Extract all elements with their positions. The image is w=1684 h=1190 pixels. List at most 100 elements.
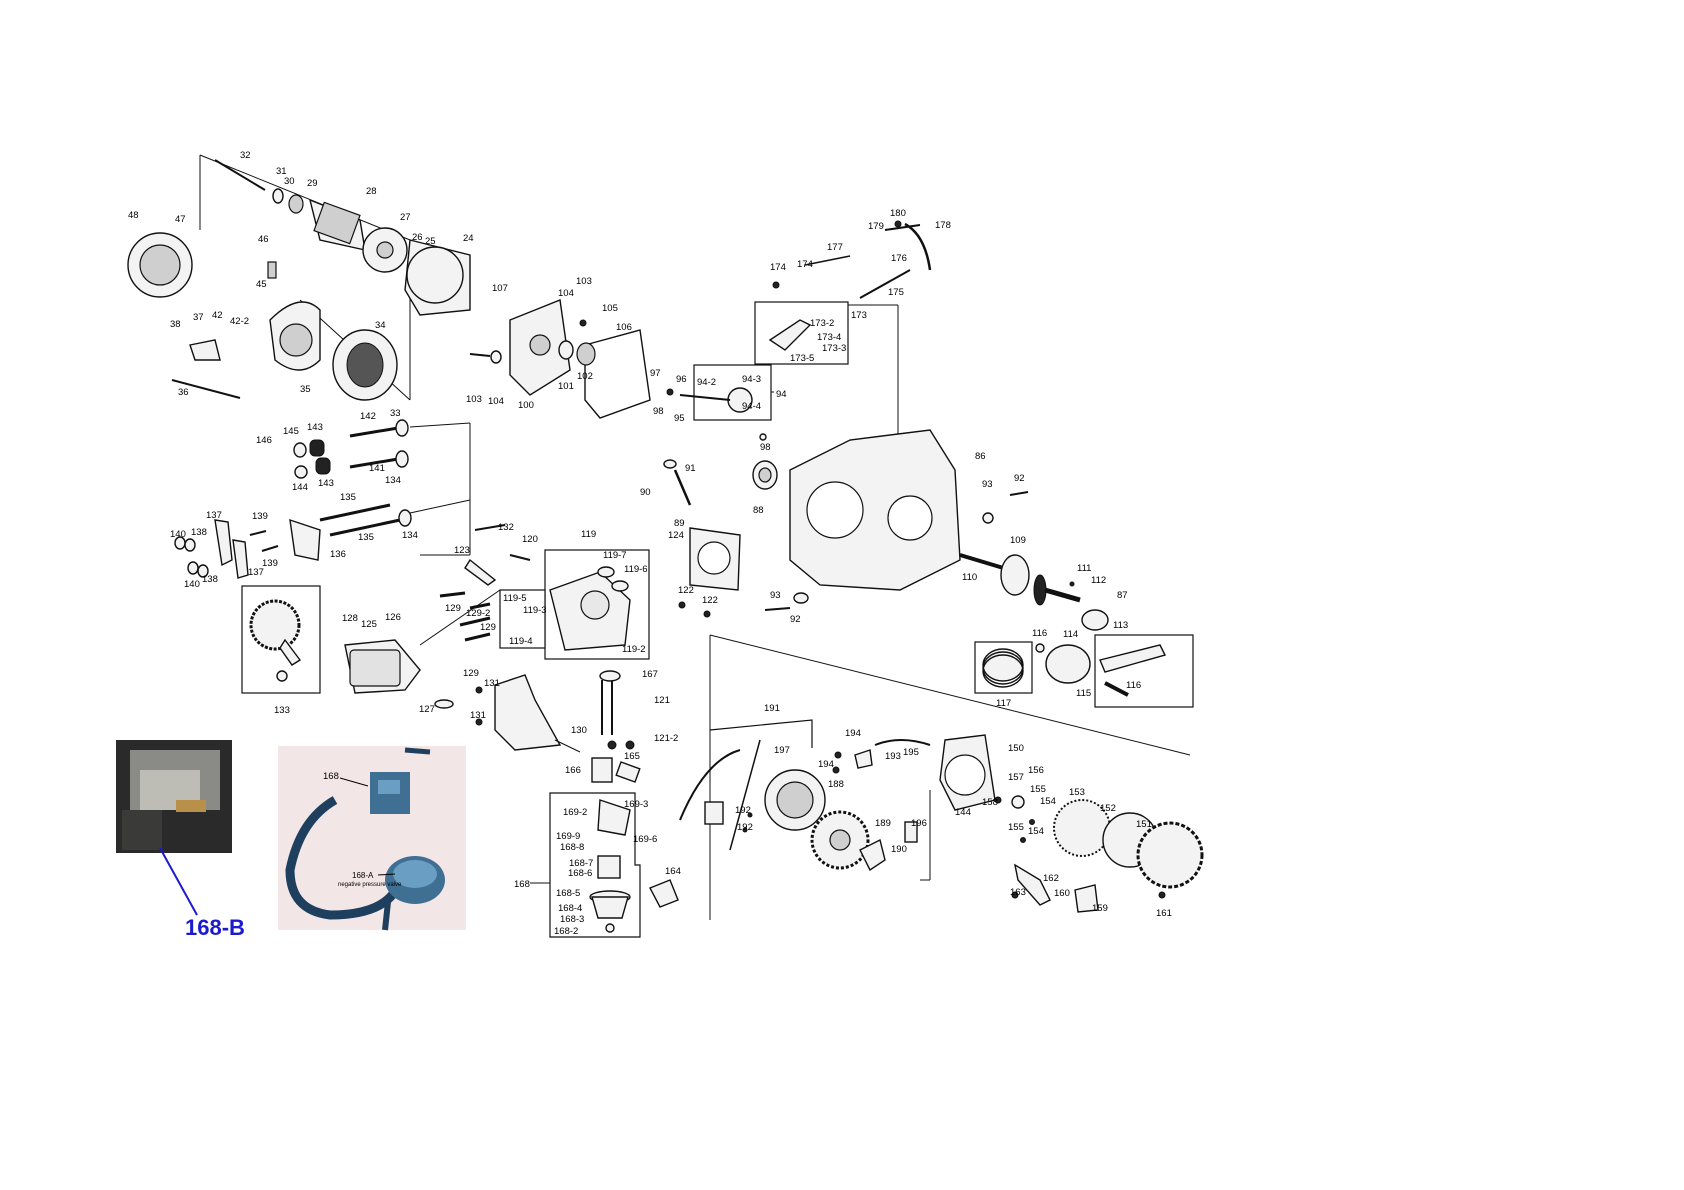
part-label: 142: [360, 411, 376, 422]
part-label: 37: [193, 312, 204, 323]
ignition-group: [679, 634, 1191, 920]
part-label: 167: [642, 669, 658, 680]
part-label: 119: [581, 529, 596, 540]
part-label: 189: [875, 818, 891, 829]
part-label: 125: [361, 619, 377, 630]
part-label: 119-2: [622, 644, 646, 655]
part-label: 48: [128, 210, 139, 221]
part-label: 109: [1010, 535, 1026, 546]
recoil-starter-group: [939, 734, 1204, 913]
rocker-labels: 137 139 140 138 136 139 137 140 138: [170, 510, 346, 590]
part-label: 193: [885, 751, 901, 762]
part-label: 88: [753, 505, 764, 516]
recoil-starter-labels: 144 157 156 158 155 154 155 154 153 152 …: [955, 765, 1172, 919]
part-label: 47: [175, 214, 186, 225]
part-label: 91: [685, 463, 696, 474]
photo-168A-note: negative pressure valve: [338, 882, 402, 888]
part-label: 105: [602, 303, 618, 314]
part-label: 131: [470, 710, 486, 721]
part-label: 116: [1032, 628, 1047, 639]
part-label: 138: [202, 574, 218, 585]
piston-labels: 116 114 113 117 115 116: [996, 620, 1141, 709]
part-label: 188: [828, 779, 844, 790]
part-label: 34: [375, 320, 386, 331]
part-label: 160: [1054, 888, 1070, 899]
part-label: 94-3: [742, 374, 761, 385]
part-label: 100: [518, 400, 534, 411]
part-label: 26: [412, 232, 423, 243]
part-label: 132: [498, 522, 514, 533]
part-label: 129-2: [466, 608, 490, 619]
part-label: 155: [1030, 784, 1046, 795]
part-label: 38: [170, 319, 181, 330]
part-label: 168: [514, 879, 530, 890]
part-label: 173-5: [790, 353, 814, 364]
part-label: 140: [184, 579, 200, 590]
part-label: 131: [484, 678, 500, 689]
part-label: 158: [982, 797, 998, 808]
part-label: 157: [1008, 772, 1024, 783]
part-label: 129: [480, 622, 496, 633]
part-label: 195: [903, 747, 919, 758]
part-label: 178: [935, 220, 951, 231]
part-label: 146: [256, 435, 272, 446]
part-label: 94-2: [697, 377, 716, 388]
part-label: 139: [262, 558, 278, 569]
part-label: 173: [851, 310, 867, 321]
valve-labels: 142 146 145 143 141 144 143 134 135 135 …: [256, 411, 418, 543]
part-label: 119-4: [509, 636, 533, 647]
part-label: 128: [342, 613, 358, 624]
alternator-labels: 32 31 30 29 28 27 26 25 24 48 47 46 45 3…: [128, 150, 474, 419]
ignition-labels: 191 194 193 195 194 150 197 188 192 192 …: [735, 703, 1024, 855]
part-label: 197: [774, 745, 790, 756]
part-label: 30: [284, 176, 295, 187]
part-label: 117: [996, 698, 1011, 709]
part-label: 144: [292, 482, 308, 493]
part-label: 106: [616, 322, 632, 333]
carburetor-labels: 169-2 169-3 169-9 168-8 168-7 168-6 169-…: [514, 799, 681, 937]
part-label: 97: [650, 368, 661, 379]
part-label: 114: [1063, 629, 1078, 640]
part-label: 190: [891, 844, 907, 855]
part-label: 107: [492, 283, 508, 294]
part-label: 191: [764, 703, 780, 714]
throttle-linkage-labels: 180 179 178 177 174 174 176 175 173 173-…: [770, 208, 951, 364]
crankcase-cover-labels: 107 104 103 105 106 103 104 100 101 102: [466, 276, 632, 411]
part-label: 87: [1117, 590, 1128, 601]
part-label: 121-2: [654, 733, 678, 744]
photo-168A-label: 168-A: [352, 871, 374, 880]
part-label: 169-9: [556, 831, 580, 842]
part-label: 29: [307, 178, 318, 189]
part-label: 115: [1076, 688, 1091, 699]
part-label: 94: [776, 389, 787, 400]
part-label: 90: [640, 487, 651, 498]
photo-168B: [116, 740, 232, 916]
photo-168-label: 168: [323, 771, 339, 782]
part-label: 137: [248, 567, 264, 578]
head-gasket-group: [678, 527, 741, 618]
part-label: 92: [1014, 473, 1025, 484]
part-label: 154: [1028, 826, 1044, 837]
rocker-group: [174, 518, 321, 579]
part-label: 27: [400, 212, 411, 223]
part-label: 28: [366, 186, 377, 197]
callout-168B: 168-B: [185, 915, 245, 940]
part-label: 101: [558, 381, 574, 392]
engine-block-group: [663, 429, 1029, 611]
part-label: 25: [425, 236, 436, 247]
part-label: 143: [318, 478, 334, 489]
part-label: 169-3: [624, 799, 648, 810]
part-label: 122: [702, 595, 718, 606]
part-label: 45: [256, 279, 267, 290]
part-label: 98: [653, 406, 664, 417]
part-label: 119-7: [603, 550, 627, 561]
part-label: 161: [1156, 908, 1172, 919]
throttle-linkage-group: [754, 220, 932, 470]
photo-168A: [278, 746, 466, 931]
part-label: 194: [845, 728, 861, 739]
part-label: 179: [868, 221, 884, 232]
part-label: 175: [888, 287, 904, 298]
part-label: 173-4: [817, 332, 841, 343]
part-label: 168-2: [554, 926, 578, 937]
intake-group: [434, 670, 641, 783]
